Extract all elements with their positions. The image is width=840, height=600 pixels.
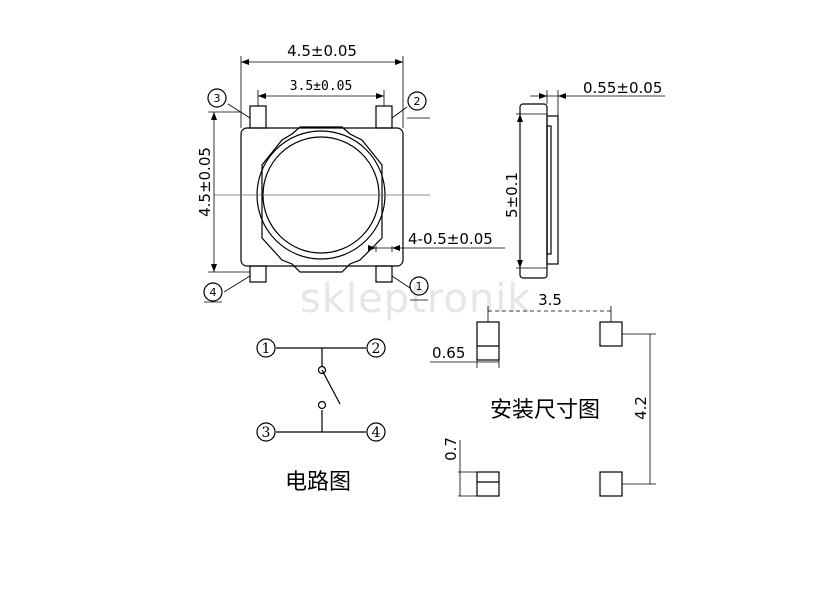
- pin-2-number: 2: [414, 95, 421, 108]
- circuit-diagram: [256, 338, 386, 442]
- top-view: [203, 56, 505, 303]
- pin-4-number: 4: [210, 286, 217, 299]
- pin-1-number: 1: [416, 280, 423, 293]
- side-plunger-top: [546, 115, 559, 265]
- pin-4-pad: [249, 265, 267, 283]
- land-pattern-title: 安装尺寸图: [490, 398, 600, 423]
- circuit-pin-1-number: 1: [262, 341, 271, 357]
- pin-1-balloon: [409, 276, 429, 296]
- pitch-x-dimension-label: 3.5: [538, 291, 562, 309]
- pad-height-dimension-label: 0.7: [442, 437, 460, 461]
- pin-3-balloon: [207, 88, 227, 108]
- circuit-pin-3-number: 3: [262, 425, 271, 441]
- circuit-pin-3-balloon: [256, 422, 276, 442]
- pin-4-balloon: [203, 282, 223, 302]
- height-dimension-label: 4.5±0.05: [196, 147, 214, 217]
- pin-3-pad: [249, 105, 267, 129]
- land-pattern: [430, 306, 656, 497]
- plunger-housing-outline: [261, 126, 383, 273]
- watermark-text: skleptronik: [300, 276, 531, 322]
- side-view: [516, 90, 665, 279]
- pin-2-pad: [375, 105, 393, 129]
- width-dimension-label: 4.5±0.05: [287, 42, 357, 60]
- circuit-diagram-title: 电路图: [285, 470, 351, 495]
- pin-span-dimension-label: 3.5±0.05: [290, 79, 353, 94]
- pin-1-pad: [375, 265, 393, 283]
- pad-width-dimension-label: 0.65: [432, 344, 465, 362]
- length-dimension-label: 5±0.1: [503, 172, 521, 218]
- pin-width-dimension-label: 4-0.5±0.05: [408, 230, 493, 248]
- pad-top-left: [476, 321, 500, 361]
- pin-3-number: 3: [214, 92, 221, 105]
- circuit-pin-2-number: 2: [372, 341, 381, 357]
- circuit-pin-4-number: 4: [372, 425, 381, 441]
- pad-bottom-right: [599, 471, 623, 497]
- thickness-dimension-label: 0.55±0.05: [583, 79, 662, 97]
- pin-2-balloon: [407, 91, 427, 111]
- switch-lever: [321, 369, 341, 405]
- switch-body-outline: [240, 127, 404, 267]
- circuit-pin-4-balloon: [366, 422, 386, 442]
- side-plunger-step: [546, 125, 552, 255]
- pitch-y-dimension-label: 4.2: [632, 396, 650, 420]
- pad-top-right: [599, 321, 623, 347]
- switch-bottom-contact: [317, 400, 327, 410]
- switch-top-contact: [317, 365, 327, 375]
- circuit-pin-1-balloon: [256, 338, 276, 358]
- pad-bottom-left: [476, 471, 500, 497]
- circuit-pin-2-balloon: [366, 338, 386, 358]
- side-body-outline: [519, 103, 548, 279]
